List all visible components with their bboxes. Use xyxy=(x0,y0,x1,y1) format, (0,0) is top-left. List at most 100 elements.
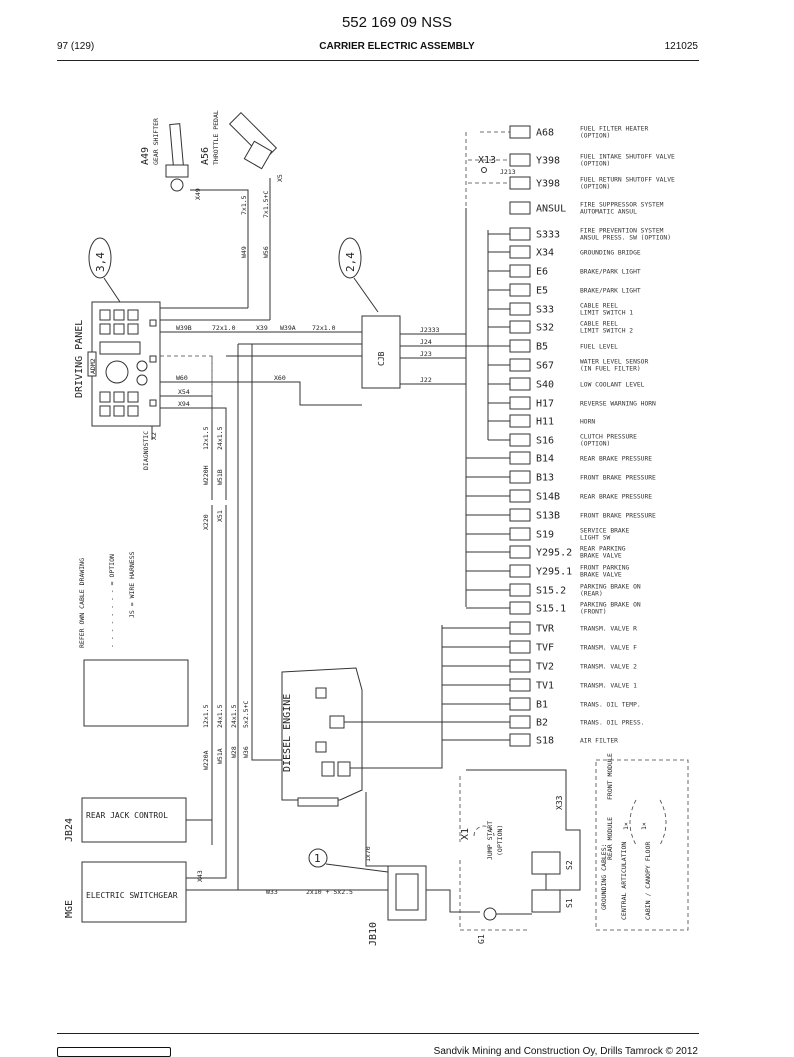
component-box-27 xyxy=(509,659,531,673)
component-box-25 xyxy=(509,621,531,635)
jb24-label: JB24 xyxy=(64,818,75,842)
x49-label: X49 xyxy=(194,188,202,200)
component-box-10 xyxy=(509,339,531,353)
component-desc: (REAR) xyxy=(580,591,603,598)
component-desc: CABLE REEL xyxy=(580,303,618,310)
g1-label: G1 xyxy=(477,934,486,944)
x1-label: X1 xyxy=(460,828,471,840)
component-code: ANSUL xyxy=(536,204,566,215)
w36-size: 5x2.5+C xyxy=(242,701,250,728)
j23-label: J23 xyxy=(420,350,432,358)
ref-24-label: 2,4 xyxy=(344,252,357,272)
j2333-label: J2333 xyxy=(420,326,440,334)
w220h-label: W220H xyxy=(202,465,210,485)
jb10-label: JB10 xyxy=(368,922,379,946)
x13-connector xyxy=(481,167,487,173)
component-box-2 xyxy=(509,176,531,190)
component-box-18 xyxy=(509,489,531,503)
page-number: 97 (129) xyxy=(57,41,95,52)
component-box-12 xyxy=(509,377,531,391)
x2-label: X2 xyxy=(150,432,158,440)
ref-circle-34 xyxy=(88,237,112,279)
component-code: S13B xyxy=(536,511,560,522)
date-code: 121025 xyxy=(664,41,698,52)
component-code: TVR xyxy=(536,624,555,635)
component-code: TV1 xyxy=(536,681,554,692)
component-code: S15.2 xyxy=(536,586,566,597)
component-desc: (OPTION) xyxy=(580,184,610,191)
w51a-label: W51A xyxy=(216,748,224,764)
component-desc: TRANSM. VALVE 1 xyxy=(580,683,637,690)
component-code: S16 xyxy=(536,436,554,447)
component-code: S333 xyxy=(536,230,560,241)
grounding-label: GROUNDING CABLES: xyxy=(600,843,608,910)
component-desc: TRANSM. VALVE F xyxy=(580,645,637,652)
x94-label: X94 xyxy=(178,400,190,408)
component-desc: FUEL INTAKE SHUTOFF VALVE xyxy=(580,154,675,161)
option-dash-lines xyxy=(465,131,510,208)
a49-desc: GEAR SHIFTER xyxy=(152,118,160,165)
component-code: H17 xyxy=(536,399,554,410)
component-desc: REAR BRAKE PRESSURE xyxy=(580,494,652,501)
grounding-central: CENTRAL ARTICULATION xyxy=(620,842,628,920)
component-code: S67 xyxy=(536,361,554,372)
component-desc: FRONT BRAKE PRESSURE xyxy=(580,475,656,482)
battery-s2 xyxy=(531,851,561,875)
component-desc: TRANSM. VALVE R xyxy=(580,626,637,633)
component-code: S19 xyxy=(536,530,554,541)
w51a-size: 24x1.5 xyxy=(216,704,224,728)
component-desc: (OPTION) xyxy=(580,133,610,140)
component-box-11 xyxy=(509,358,531,372)
component-desc: FUEL FILTER HEATER xyxy=(580,126,648,133)
component-desc: REAR PARKING xyxy=(580,546,626,553)
component-desc: FRONT BRAKE PRESSURE xyxy=(580,513,656,520)
adm2-label: ADM2 xyxy=(89,358,97,374)
component-box-24 xyxy=(509,601,531,615)
switchgear-box xyxy=(81,861,187,923)
driving-panel-buttons xyxy=(99,309,157,417)
component-desc: REVERSE WARNING HORN xyxy=(580,401,656,408)
battery-s1 xyxy=(531,889,561,913)
w28-label: W28 xyxy=(230,746,238,758)
w56-size: 7x1.5+C xyxy=(262,191,270,218)
x13-label: X13 xyxy=(478,155,496,166)
legend-box xyxy=(83,659,189,727)
w60-label: W60 xyxy=(176,374,188,382)
gear-shifter xyxy=(165,123,189,192)
ref-1-label: 1 xyxy=(314,852,321,865)
w220a-size: 12x1.5 xyxy=(202,704,210,728)
component-desc: TRANS. OIL TEMP. xyxy=(580,702,641,709)
component-code: E5 xyxy=(536,286,548,297)
footer-rule xyxy=(57,1033,699,1034)
ref-circle-1 xyxy=(308,848,328,868)
x39-label: X39 xyxy=(256,324,268,332)
component-box-15 xyxy=(509,433,531,447)
component-code: S18 xyxy=(536,736,554,747)
component-desc: AIR FILTER xyxy=(580,738,618,745)
component-box-23 xyxy=(509,583,531,597)
component-code: B2 xyxy=(536,718,548,729)
component-code: H11 xyxy=(536,417,554,428)
component-desc: AUTOMATIC ANSUL xyxy=(580,209,637,216)
component-code: B1 xyxy=(536,700,548,711)
w39b-size: 72x1.0 xyxy=(212,324,236,332)
component-box-8 xyxy=(509,302,531,316)
component-desc: TRANSM. VALVE 2 xyxy=(580,664,637,671)
component-box-0 xyxy=(509,125,531,139)
component-code: S33 xyxy=(536,305,554,316)
w220a-label: W220A xyxy=(202,750,210,770)
component-desc: WATER LEVEL SENSOR xyxy=(580,359,648,366)
driving-panel-label: DRIVING PANEL xyxy=(74,320,85,398)
component-desc: PARKING BRAKE ON xyxy=(580,584,641,591)
w33-label: W33 xyxy=(266,888,278,896)
header-rule xyxy=(57,60,699,61)
a56-desc: THROTTLE PEDAL xyxy=(212,110,220,165)
component-box-3 xyxy=(509,201,531,215)
component-box-5 xyxy=(509,245,531,259)
component-box-22 xyxy=(509,564,531,578)
component-box-28 xyxy=(509,678,531,692)
j22-label: J22 xyxy=(420,376,432,384)
lx70-label: 1x70 xyxy=(364,846,372,862)
throttle-pedal xyxy=(228,111,278,170)
